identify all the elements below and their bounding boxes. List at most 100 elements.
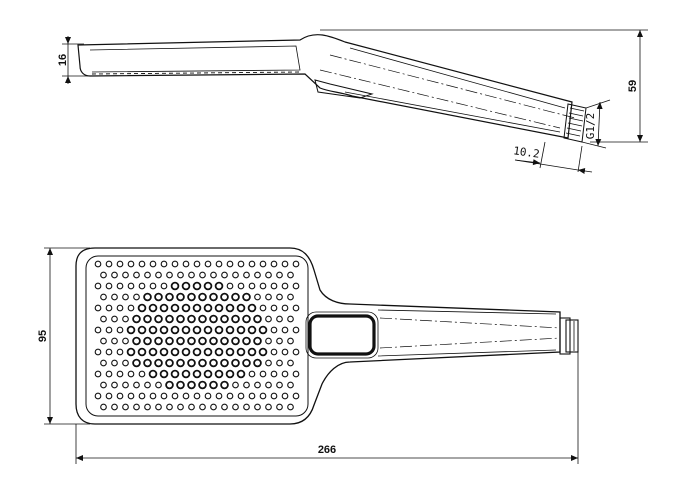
nozzle (149, 282, 157, 290)
nozzle (177, 271, 184, 279)
nozzle (270, 370, 278, 378)
nozzle (292, 282, 300, 290)
nozzle (231, 358, 240, 368)
nozzle (292, 370, 300, 378)
nozzle (137, 347, 147, 357)
nozzle (122, 359, 129, 367)
nozzle (199, 403, 206, 411)
nozzle (214, 369, 224, 379)
nozzle (122, 381, 129, 389)
nozzle (236, 347, 246, 357)
nozzle (111, 403, 118, 411)
nozzle (287, 359, 294, 367)
side-nozzle-row (91, 71, 301, 75)
nozzle (193, 392, 201, 400)
nozzle (160, 282, 168, 290)
nozzle (144, 381, 151, 389)
nozzle (209, 314, 218, 324)
nozzle (187, 314, 196, 324)
nozzle (143, 358, 152, 368)
nozzle (192, 369, 202, 379)
nozzle (187, 380, 196, 390)
nozzle (100, 403, 107, 411)
nozzle (203, 369, 213, 379)
nozzle (94, 370, 102, 378)
dim-thread-spec: G1/2 (584, 113, 597, 140)
nozzle (133, 381, 140, 389)
top-thread-connector (559, 317, 579, 355)
nozzle (292, 392, 300, 400)
nozzle (148, 303, 158, 313)
nozzle (192, 281, 202, 291)
nozzle (214, 347, 224, 357)
nozzle (281, 304, 289, 312)
top-button-window (308, 314, 376, 356)
nozzle (122, 337, 129, 345)
nozzle (149, 392, 157, 400)
nozzle (154, 336, 163, 346)
nozzle (225, 325, 235, 335)
nozzle (94, 304, 102, 312)
nozzle (270, 282, 278, 290)
nozzle (198, 358, 207, 368)
nozzle (215, 260, 223, 268)
nozzle (198, 336, 207, 346)
nozzle (100, 293, 107, 301)
nozzle (203, 281, 213, 291)
nozzle (247, 347, 257, 357)
nozzle (132, 358, 141, 368)
nozzle (181, 369, 191, 379)
nozzle (188, 271, 195, 279)
dim-head-width: 95 (37, 330, 49, 342)
nozzle-grid (94, 260, 300, 411)
nozzle (111, 315, 118, 323)
nozzle (155, 403, 162, 411)
nozzle (243, 271, 250, 279)
nozzle (248, 260, 256, 268)
nozzle (259, 370, 267, 378)
dim-head-thickness: 16 (57, 54, 69, 66)
nozzle (143, 292, 152, 302)
nozzle (220, 292, 229, 302)
top-handle-line (377, 309, 557, 357)
nozzle (100, 359, 107, 367)
nozzle (122, 315, 129, 323)
nozzle (100, 315, 107, 323)
nozzle (214, 303, 224, 313)
nozzle (116, 370, 124, 378)
nozzle (171, 392, 179, 400)
nozzle (100, 381, 107, 389)
nozzle (116, 260, 124, 268)
nozzle (122, 271, 129, 279)
nozzle (259, 282, 267, 290)
nozzle (94, 282, 102, 290)
nozzle (276, 359, 283, 367)
nozzle (225, 303, 235, 313)
side-handle-edge-2 (344, 91, 561, 133)
nozzle (248, 392, 256, 400)
nozzle (122, 403, 129, 411)
side-handle-edge (349, 47, 566, 109)
nozzle (253, 314, 262, 324)
nozzle (94, 348, 102, 356)
dim-overall-height: 59 (627, 80, 639, 92)
nozzle (105, 326, 113, 334)
nozzle (105, 370, 113, 378)
top-dimensions (44, 247, 579, 464)
nozzle (232, 381, 239, 389)
top-button-window-inner (305, 311, 379, 359)
nozzle (127, 260, 135, 268)
nozzle (254, 403, 261, 411)
nozzle (148, 325, 158, 335)
nozzle (181, 347, 191, 357)
nozzle (138, 370, 146, 378)
nozzle (176, 380, 185, 390)
nozzle (287, 403, 294, 411)
nozzle (170, 281, 180, 291)
nozzle (111, 381, 118, 389)
nozzle (242, 314, 251, 324)
nozzle (137, 325, 147, 335)
nozzle (232, 403, 239, 411)
nozzle (187, 292, 196, 302)
nozzle (209, 292, 218, 302)
